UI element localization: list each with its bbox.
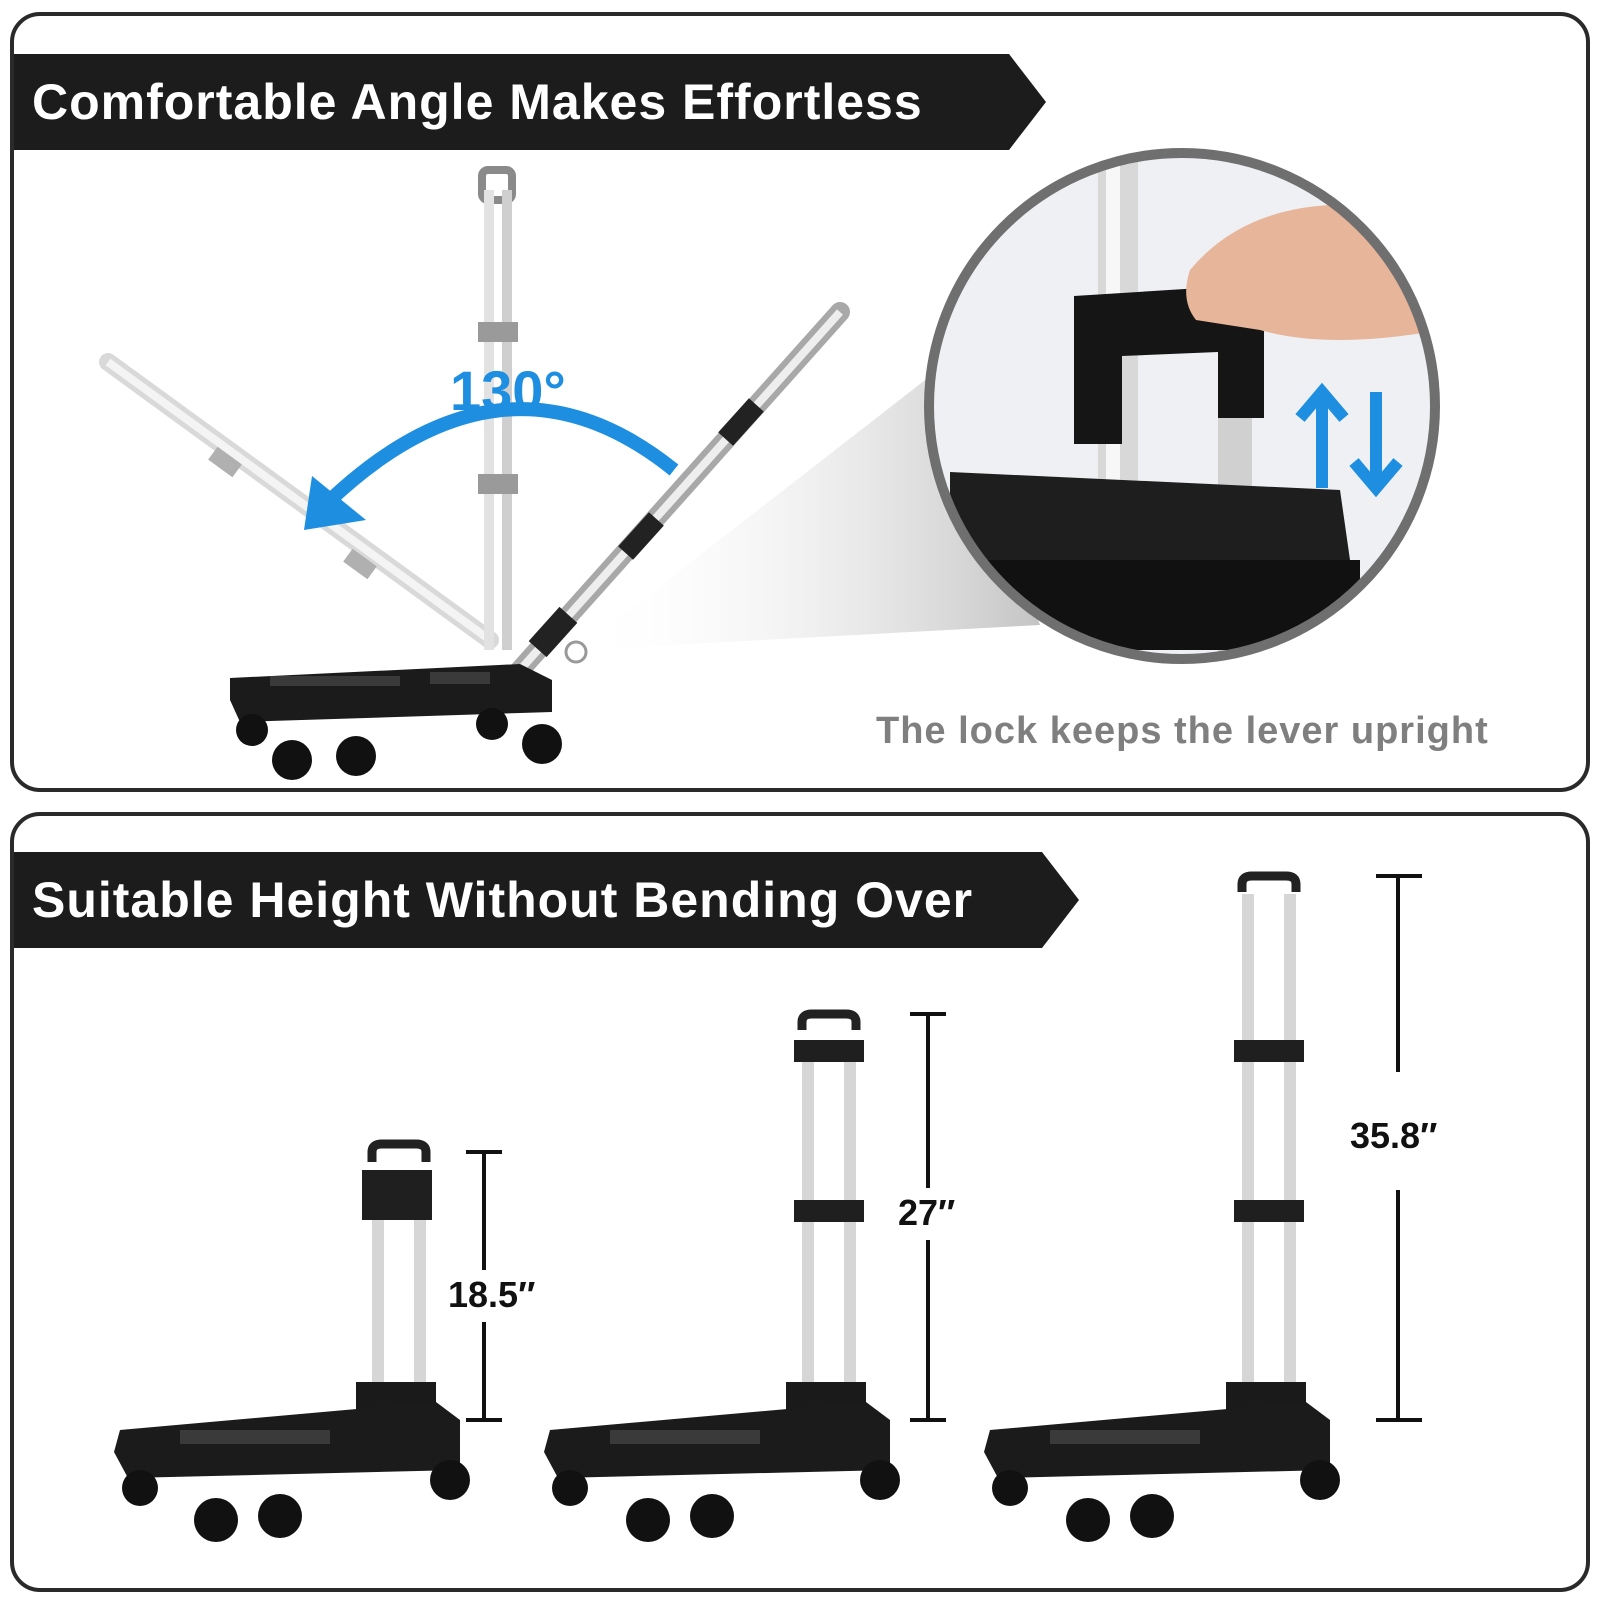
cart-medium <box>544 1009 900 1542</box>
cart-base-top <box>230 664 562 780</box>
height-label-short: 18.5″ <box>448 1274 536 1315</box>
zoom-detail <box>924 148 1440 664</box>
handle-upright <box>478 166 518 650</box>
panel-title: Suitable Height Without Bending Over <box>14 852 1079 948</box>
height-label-tall: 35.8″ <box>1350 1115 1438 1156</box>
lock-caption: The lock keeps the lever upright <box>876 710 1489 752</box>
cart-tall <box>984 871 1340 1542</box>
handle-right-tilted <box>510 302 850 680</box>
dimension-lines <box>466 874 1422 1422</box>
angle-label: 130° <box>450 359 566 422</box>
panel-title: Comfortable Angle Makes Effortless <box>14 54 1046 150</box>
zoom-beam <box>578 370 1040 650</box>
height-label-medium: 27″ <box>898 1192 956 1233</box>
cart-short <box>114 1139 470 1542</box>
angle-arc <box>313 402 679 517</box>
handle-left-tilted <box>99 353 499 649</box>
arc-arrowhead <box>304 476 366 530</box>
